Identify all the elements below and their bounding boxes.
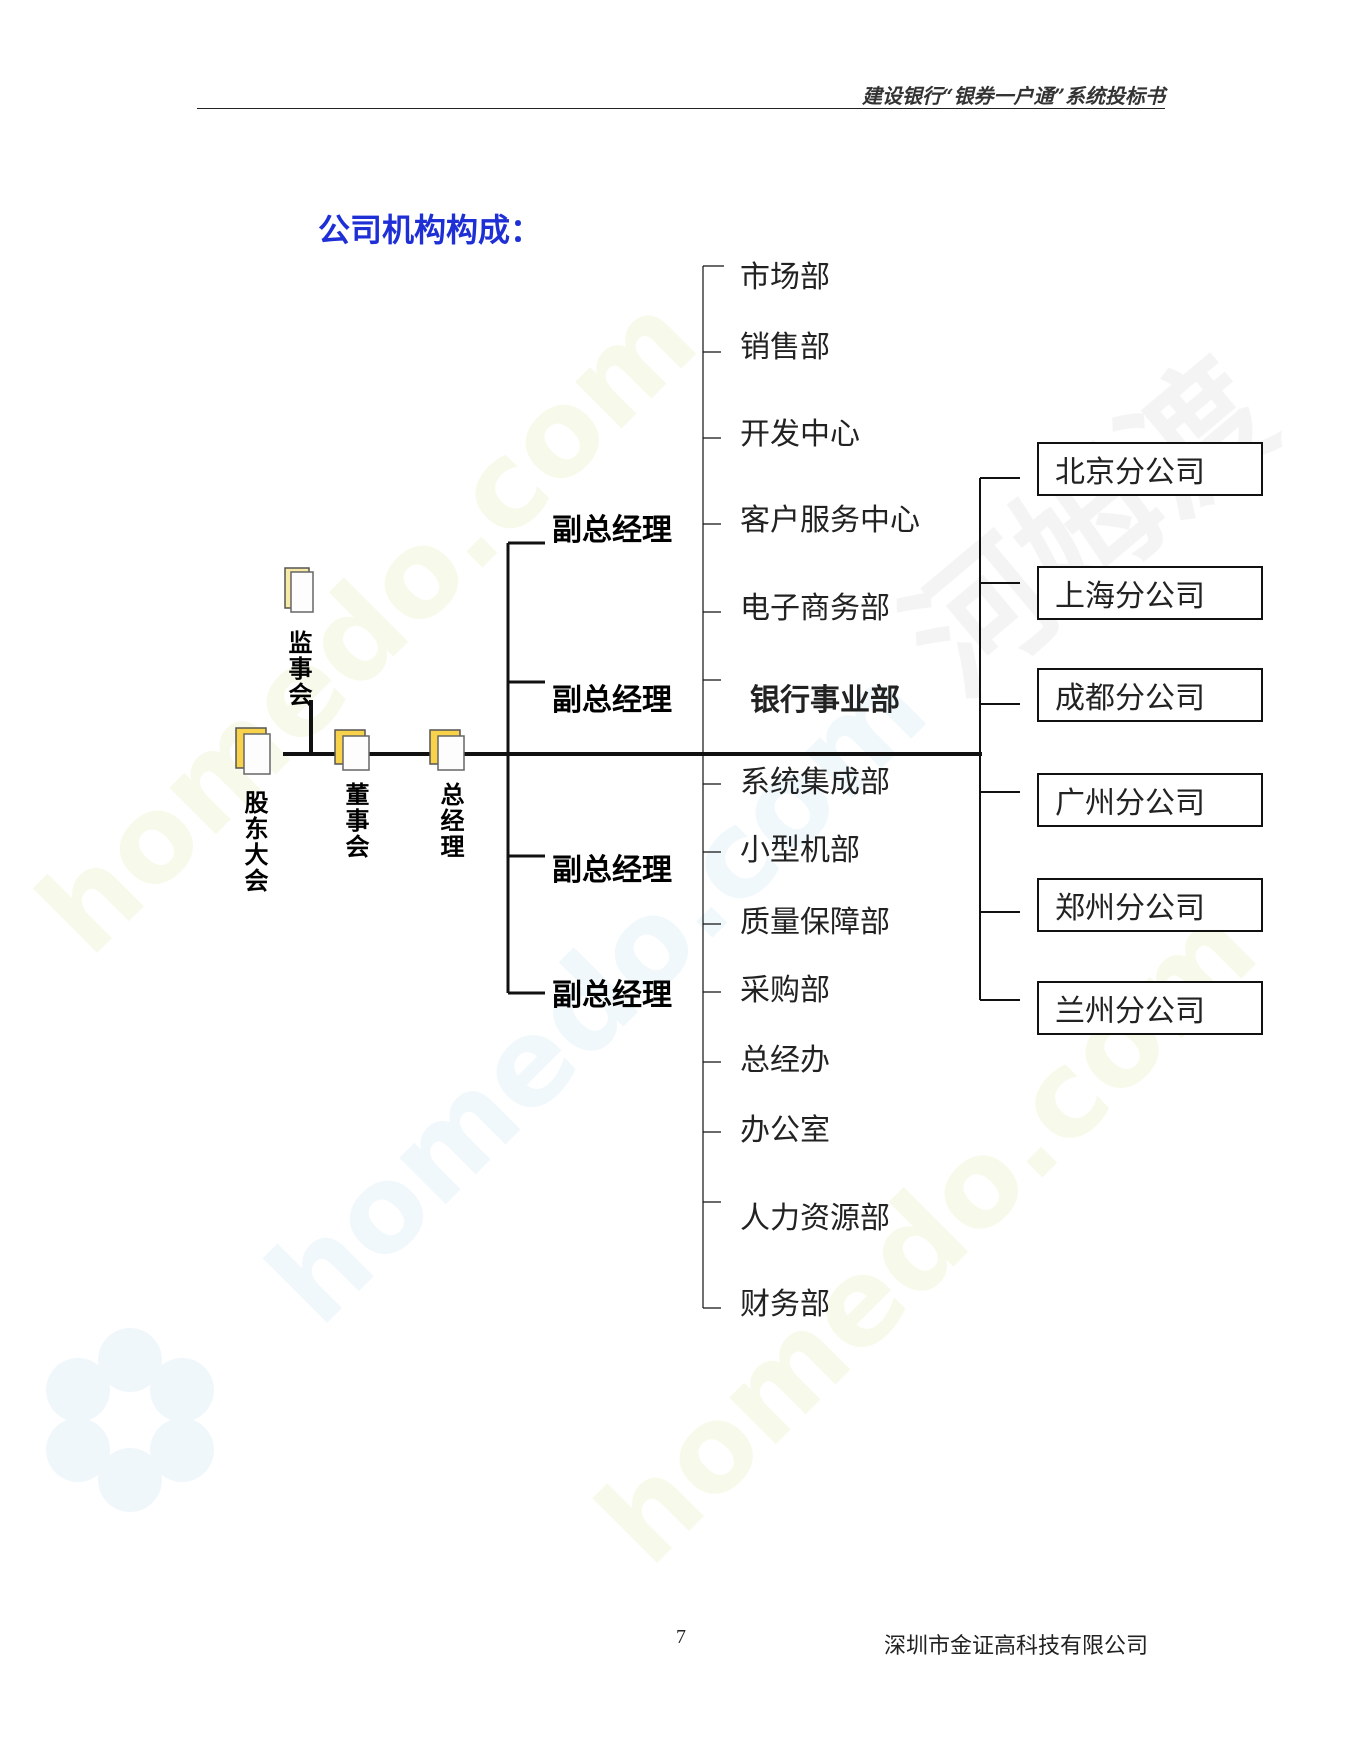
department-label: 采购部 xyxy=(740,973,830,1008)
folder-icon xyxy=(334,729,370,771)
branch-box xyxy=(1037,566,1263,620)
department-label: 销售部 xyxy=(740,330,830,365)
department-label: 财务部 xyxy=(740,1287,830,1322)
department-label: 系统集成部 xyxy=(740,765,890,800)
page-number: 7 xyxy=(676,1626,686,1648)
folder-icon xyxy=(235,727,271,775)
footer-company: 深圳市金证高科技有限公司 xyxy=(884,1634,1149,1659)
department-label: 客户服务中心 xyxy=(740,503,920,538)
watermark-text: 河姆渡 xyxy=(877,331,1304,726)
supervisors-label: 监事会 xyxy=(284,630,312,708)
branch-label: 北京分公司 xyxy=(1055,455,1205,490)
branch-box xyxy=(1037,981,1263,1035)
deputy-manager-label: 副总经理 xyxy=(552,683,672,718)
folder-icon xyxy=(429,729,465,771)
department-label: 市场部 xyxy=(740,260,830,295)
department-label: 人力资源部 xyxy=(740,1201,890,1236)
branch-box xyxy=(1037,878,1263,932)
department-label: 质量保障部 xyxy=(740,905,890,940)
header-title: 建设银行“银券一户通”系统投标书 xyxy=(861,84,1165,108)
department-label: 小型机部 xyxy=(740,833,860,868)
branch-box xyxy=(1037,442,1263,496)
department-label: 总经办 xyxy=(740,1043,830,1078)
flower-watermark-icon xyxy=(46,1328,214,1512)
branch-label: 郑州分公司 xyxy=(1055,891,1205,926)
branch-box xyxy=(1037,773,1263,827)
folder-icon xyxy=(284,567,314,613)
branch-label: 广州分公司 xyxy=(1055,786,1205,821)
branch-box xyxy=(1037,668,1263,722)
department-label: 电子商务部 xyxy=(740,591,890,626)
general-manager-label: 总经理 xyxy=(436,781,464,860)
section-title: 公司机构构成： xyxy=(318,211,543,249)
deputy-manager-label: 副总经理 xyxy=(552,853,672,888)
department-label: 银行事业部 xyxy=(750,683,900,718)
branch-label: 上海分公司 xyxy=(1055,579,1205,614)
board-label: 董事会 xyxy=(341,782,369,860)
shareholders-label: 股东大会 xyxy=(240,790,268,894)
branch-label: 成都分公司 xyxy=(1055,681,1205,716)
department-label: 办公室 xyxy=(740,1113,830,1148)
branch-label: 兰州分公司 xyxy=(1055,994,1205,1029)
department-label: 开发中心 xyxy=(740,417,860,452)
deputy-manager-label: 副总经理 xyxy=(552,513,672,548)
deputy-manager-label: 副总经理 xyxy=(552,978,672,1013)
header-rule xyxy=(197,108,1165,109)
